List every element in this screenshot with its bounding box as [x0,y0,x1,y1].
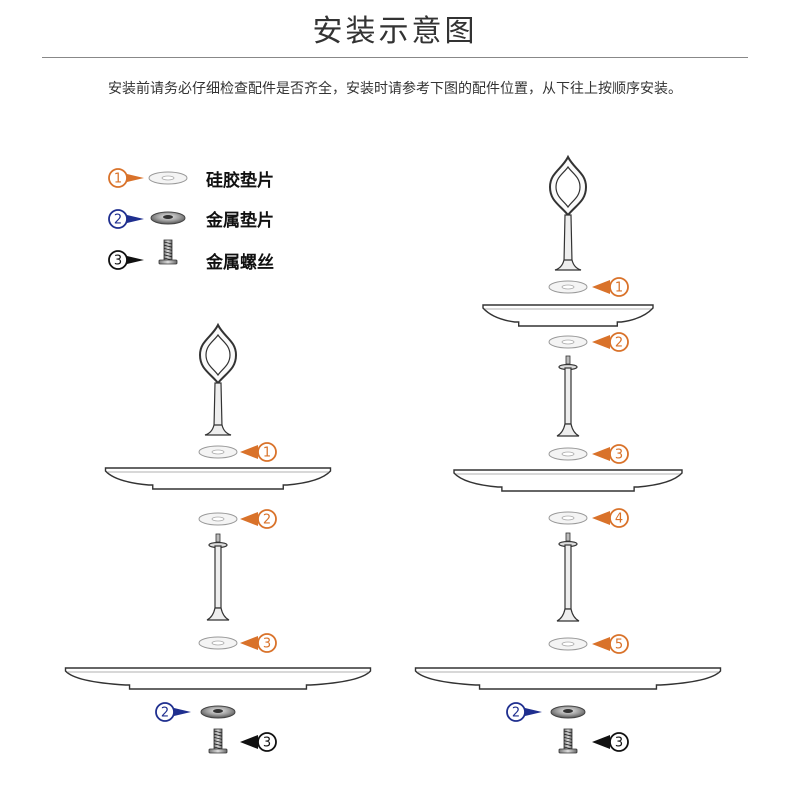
arrow-right-icon [127,256,144,264]
three-tier-silicone-washer-5 [548,637,588,651]
two-tier-top-handle [198,322,238,436]
arrow-left-icon [240,636,258,650]
two-tier-callout-2: 2 [240,509,277,529]
installation-instruction: 安装前请务必仔细检查配件是否齐全，安装时请参考下图的配件位置，从下往上按顺序安装… [108,81,682,97]
arrow-right-icon [127,174,144,182]
legend-label-metal-screw: 金属螺丝 [206,253,274,273]
callout-number: 2 [263,513,271,528]
title-divider [42,57,748,58]
two-tier-upper-plate [104,467,332,490]
silicone-washer-icon [148,171,188,185]
two-tier-middle-rod [206,533,230,621]
three-tier-silicone-washer-2 [548,335,588,349]
callout-number: 3 [263,736,271,751]
callout-number: 2 [161,706,169,721]
arrow-right-icon [525,708,542,716]
arrow-left-icon [240,735,258,749]
two-tier-silicone-washer-1 [198,445,238,459]
three-tier-callout-3: 3 [592,444,629,464]
two-tier-screw [208,728,228,754]
three-tier-callout-1: 1 [592,277,629,297]
callout-number: 2 [114,213,122,228]
legend-label-metal-washer: 金属垫片 [206,211,274,231]
legend-callout-3: 3 [108,250,144,270]
two-tier-callout-screw: 3 [240,732,277,752]
arrow-left-icon [240,445,258,459]
three-tier-top-plate [482,304,654,327]
two-tier-silicone-washer-2 [198,512,238,526]
three-tier-screw [558,728,578,754]
three-tier-callout-2: 2 [592,332,629,352]
two-tier-silicone-washer-3 [198,636,238,650]
three-tier-lower-rod [556,532,580,622]
callout-number: 3 [615,736,623,751]
page-title: 安装示意图 [312,14,478,49]
three-tier-callout-5: 5 [592,634,629,654]
callout-number: 1 [114,172,122,187]
three-tier-upper-rod [556,355,580,437]
arrow-left-icon [592,447,610,461]
arrow-left-icon [240,512,258,526]
arrow-right-icon [127,215,144,223]
three-tier-top-handle [548,154,588,271]
three-tier-silicone-washer-1 [548,280,588,294]
two-tier-callout-metal-washer: 2 [155,702,191,722]
two-tier-metal-washer [200,705,236,719]
three-tier-silicone-washer-3 [548,447,588,461]
callout-number: 1 [263,446,271,461]
legend-callout-1: 1 [108,168,144,188]
arrow-right-icon [174,708,191,716]
arrow-left-icon [592,511,610,525]
arrow-left-icon [592,735,610,749]
three-tier-callout-metal-washer: 2 [506,702,542,722]
metal-screw-icon [158,239,178,265]
callout-number: 5 [615,638,623,653]
callout-number: 4 [615,512,623,527]
three-tier-middle-plate [453,469,683,492]
legend-callout-2: 2 [108,209,144,229]
arrow-left-icon [592,335,610,349]
three-tier-silicone-washer-4 [548,511,588,525]
legend-label-silicone-washer: 硅胶垫片 [206,171,274,191]
arrow-left-icon [592,637,610,651]
callout-number: 1 [615,281,623,296]
callout-number: 2 [512,706,520,721]
three-tier-metal-washer [550,705,586,719]
two-tier-callout-1: 1 [240,442,277,462]
two-tier-lower-plate [64,667,372,690]
two-tier-callout-3: 3 [240,633,277,653]
callout-number: 3 [615,448,623,463]
arrow-left-icon [592,280,610,294]
callout-number: 2 [615,336,623,351]
three-tier-bottom-plate [414,667,722,690]
callout-number: 3 [263,637,271,652]
three-tier-callout-screw: 3 [592,732,629,752]
metal-washer-icon [150,211,186,225]
three-tier-callout-4: 4 [592,508,629,528]
callout-number: 3 [114,254,122,269]
